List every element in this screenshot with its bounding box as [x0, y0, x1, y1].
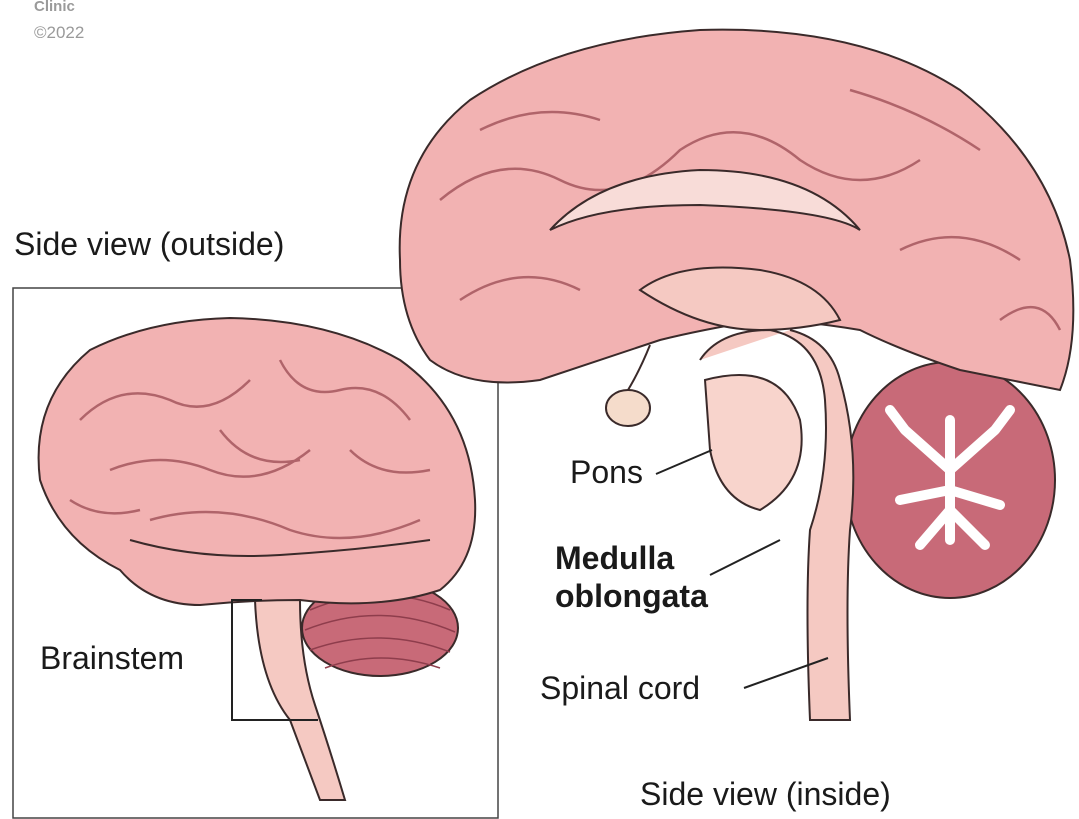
outside-brain: [39, 318, 476, 800]
pituitary: [606, 390, 650, 426]
outside-cerebrum: [39, 318, 476, 605]
pituitary-stalk: [628, 345, 650, 390]
pons-label: Pons: [570, 454, 643, 491]
inside-view-title: Side view (inside): [640, 776, 891, 813]
outside-view-title: Side view (outside): [14, 226, 284, 263]
pons-leader: [656, 450, 712, 474]
medulla-leader: [710, 540, 780, 575]
spinal-cord-label: Spinal cord: [540, 670, 700, 707]
medulla-label-line-2: oblongata: [555, 578, 708, 614]
inside-brain: [400, 30, 1074, 720]
pons: [705, 375, 802, 510]
brainstem-label: Brainstem: [40, 640, 184, 677]
medulla-label-line-1: Medulla: [555, 540, 674, 576]
